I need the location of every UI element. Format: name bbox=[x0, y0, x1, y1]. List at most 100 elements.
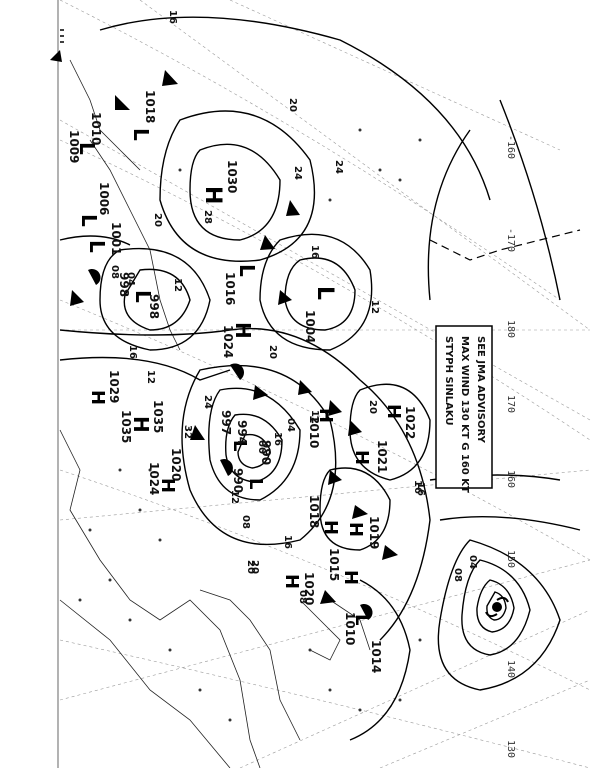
isobar-label: 04 bbox=[467, 555, 478, 569]
pressure-value: 1014 bbox=[369, 640, 383, 673]
pressure-value: 1018 bbox=[143, 90, 157, 123]
isobar-label: 04 bbox=[125, 272, 136, 286]
typhoon-advisory-box: STYPH SINLAKU MAX WIND 130 KT G 160 KT S… bbox=[435, 325, 493, 493]
pressure-value: 1035 bbox=[119, 410, 133, 443]
longitude-labels: -160 -170 180 170 160 150 140 130 bbox=[505, 135, 516, 758]
pressure-value: 1029 bbox=[107, 370, 121, 403]
isobar-label: 16 bbox=[272, 432, 283, 446]
pressure-value: 1030 bbox=[225, 160, 239, 193]
pressure-value: 1021 bbox=[375, 440, 389, 473]
pressure-value: 990 bbox=[259, 440, 273, 465]
isobar-label: 12 bbox=[172, 278, 183, 292]
left-margin bbox=[57, 0, 64, 768]
pressure-value: 1016 bbox=[223, 272, 237, 305]
pressure-centers: H 1030 H 1035 1035 H 1024 H 1029 1020 H … bbox=[67, 90, 417, 673]
pressure-value: 1024 bbox=[147, 462, 161, 495]
isobar-label: 12 bbox=[229, 490, 240, 504]
high-pressure-symbol: H bbox=[340, 570, 361, 585]
low-pressure-symbol: L bbox=[129, 128, 153, 141]
high-pressure-symbol: H bbox=[87, 390, 108, 405]
high-pressure-symbol: H bbox=[231, 322, 255, 339]
isobar-label: 12 bbox=[369, 300, 380, 314]
low-pressure-symbol: L bbox=[77, 214, 101, 227]
coastlines bbox=[59, 59, 371, 768]
isobar-label: 12 bbox=[145, 370, 156, 384]
fronts bbox=[50, 50, 398, 620]
high-pressure-symbol: H bbox=[200, 186, 225, 204]
pressure-value: 990 bbox=[231, 468, 245, 493]
pressure-value: 1009 bbox=[67, 130, 81, 163]
lon-label: 170 bbox=[505, 395, 516, 413]
isobar-label: 32 bbox=[182, 425, 193, 439]
isobar-label: 16 bbox=[412, 480, 423, 494]
pressure-value: 994 bbox=[235, 420, 249, 445]
pressure-value: 1035 bbox=[151, 400, 165, 433]
isobar-label: 08 bbox=[240, 515, 251, 529]
pressure-value: 1024 bbox=[221, 325, 235, 358]
isobar-label: 08 bbox=[109, 265, 120, 279]
lon-label: 140 bbox=[505, 660, 516, 678]
low-pressure-symbol: L bbox=[229, 440, 250, 451]
isobar-label: 24 bbox=[202, 395, 213, 409]
isobar-label: 20 bbox=[287, 98, 298, 112]
pressure-value: 1006 bbox=[97, 182, 111, 215]
isobar-label: 08 bbox=[452, 568, 463, 582]
low-pressure-symbol: L bbox=[312, 286, 337, 300]
lon-label: 130 bbox=[505, 740, 516, 758]
lon-label: 150 bbox=[505, 550, 516, 568]
advisory-line-3: SEE JMA ADVISORY bbox=[475, 336, 486, 444]
isobar-label: 20 bbox=[367, 400, 378, 414]
isobars bbox=[59, 16, 581, 741]
pressure-value: 1001 bbox=[109, 222, 123, 255]
isobar-label: 16 bbox=[127, 345, 138, 359]
pressure-value: 1004 bbox=[303, 310, 317, 343]
advisory-line-1: STYPH SINLAKU bbox=[443, 336, 454, 426]
high-pressure-symbol: H bbox=[320, 520, 341, 535]
low-pressure-symbol: L bbox=[75, 142, 99, 155]
pressure-value: 998 bbox=[147, 294, 161, 319]
isobar-label: 16 bbox=[167, 10, 178, 24]
pressure-value: 1022 bbox=[403, 406, 417, 439]
isobar-label: 20 bbox=[249, 560, 260, 574]
isobar-label: 16 bbox=[309, 245, 320, 259]
lon-label: 180 bbox=[505, 320, 516, 338]
pressure-value: 1019 bbox=[367, 516, 381, 549]
isobar-label: 16 bbox=[282, 535, 293, 549]
isobar-label: 12 bbox=[309, 410, 320, 424]
lon-label: 160 bbox=[505, 470, 516, 488]
low-pressure-symbol: L bbox=[245, 478, 266, 489]
pressure-value: 1015 bbox=[327, 548, 341, 581]
high-pressure-symbol: H bbox=[129, 416, 153, 433]
isobar-label: 24 bbox=[333, 160, 344, 174]
isobar-label: 20 bbox=[245, 560, 256, 574]
isobar-label: 04 bbox=[285, 418, 296, 432]
high-pressure-symbol: H bbox=[157, 478, 178, 493]
isobar-label: 16 bbox=[415, 482, 426, 496]
pressure-value: 1010 bbox=[343, 612, 357, 645]
pressure-value: 998 bbox=[117, 272, 131, 297]
isobar-label: 08 bbox=[297, 590, 308, 604]
low-pressure-symbol: L bbox=[131, 290, 155, 303]
pressure-value: 1018 bbox=[307, 495, 321, 528]
pressure-value: 1010 bbox=[89, 112, 103, 145]
lon-label: -170 bbox=[505, 228, 516, 252]
low-pressure-symbol: L bbox=[85, 240, 109, 253]
isobar-label: 00 bbox=[256, 440, 267, 454]
low-pressure-symbol: L bbox=[235, 264, 259, 277]
isobar-label: 20 bbox=[152, 213, 163, 227]
high-pressure-symbol: H bbox=[345, 522, 366, 537]
isobar-label: 24 bbox=[292, 166, 303, 180]
isobar-label: 20 bbox=[267, 345, 278, 359]
lon-label: -160 bbox=[505, 135, 516, 159]
typhoon-symbol bbox=[485, 596, 509, 618]
high-pressure-symbol: H bbox=[315, 408, 336, 423]
isobar-label: 28 bbox=[202, 210, 213, 224]
pressure-value: 997 bbox=[219, 410, 233, 435]
high-pressure-symbol: H bbox=[281, 574, 302, 589]
pressure-value: 1010 bbox=[307, 415, 321, 448]
pressure-value: 1020 bbox=[302, 572, 316, 605]
high-pressure-symbol: H bbox=[351, 450, 372, 465]
pressure-value: 1020 bbox=[169, 448, 183, 481]
advisory-line-2: MAX WIND 130 KT G 160 KT bbox=[459, 336, 470, 493]
